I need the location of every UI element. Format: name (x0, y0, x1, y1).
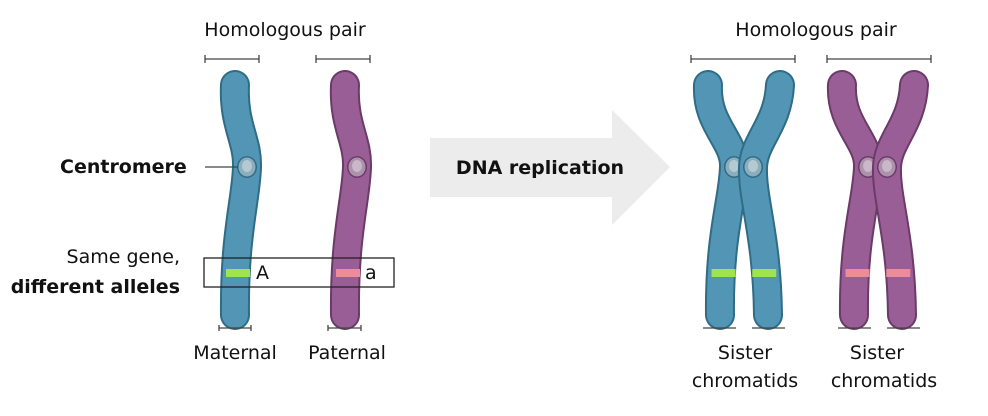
allele-A: A (256, 262, 269, 284)
maternal-chromatid-2 (737, 70, 795, 330)
allele-band (336, 269, 360, 277)
paternal-chromosome (329, 70, 373, 330)
allele-band (752, 269, 777, 277)
replication-arrow (430, 110, 670, 225)
maternal-chromosome (219, 70, 263, 330)
arrow-label: DNA replication (456, 157, 624, 179)
allele-band (845, 269, 870, 277)
centromere-label: Centromere (60, 156, 187, 178)
sister2-line2: chromatids (831, 370, 937, 392)
bottom-brackets-left (218, 325, 362, 331)
allele-band (226, 269, 250, 277)
gene-label-line2: different alleles (11, 276, 180, 298)
paternal-label: Paternal (308, 342, 386, 364)
allele-band (711, 269, 736, 277)
centromere (743, 156, 763, 178)
allele-box (203, 257, 395, 288)
maternal-label: Maternal (193, 342, 277, 364)
sister1-line1: Sister (718, 342, 772, 364)
top-brackets-left (204, 55, 371, 63)
allele-band (886, 269, 911, 277)
centromere (237, 156, 257, 178)
gene-label-line1: Same gene, (67, 246, 180, 268)
allele-a: a (365, 262, 377, 284)
paternal-chromatid-2 (871, 70, 929, 330)
centromere (347, 156, 367, 178)
sister1-line2: chromatids (692, 370, 798, 392)
top-brackets-right (690, 55, 932, 63)
paternal-chromatid-1 (826, 70, 883, 330)
sister2-line1: Sister (850, 342, 904, 364)
centromere (877, 156, 897, 178)
maternal-chromatid-1 (692, 70, 749, 330)
right-title: Homologous pair (735, 19, 897, 41)
left-title: Homologous pair (204, 19, 366, 41)
